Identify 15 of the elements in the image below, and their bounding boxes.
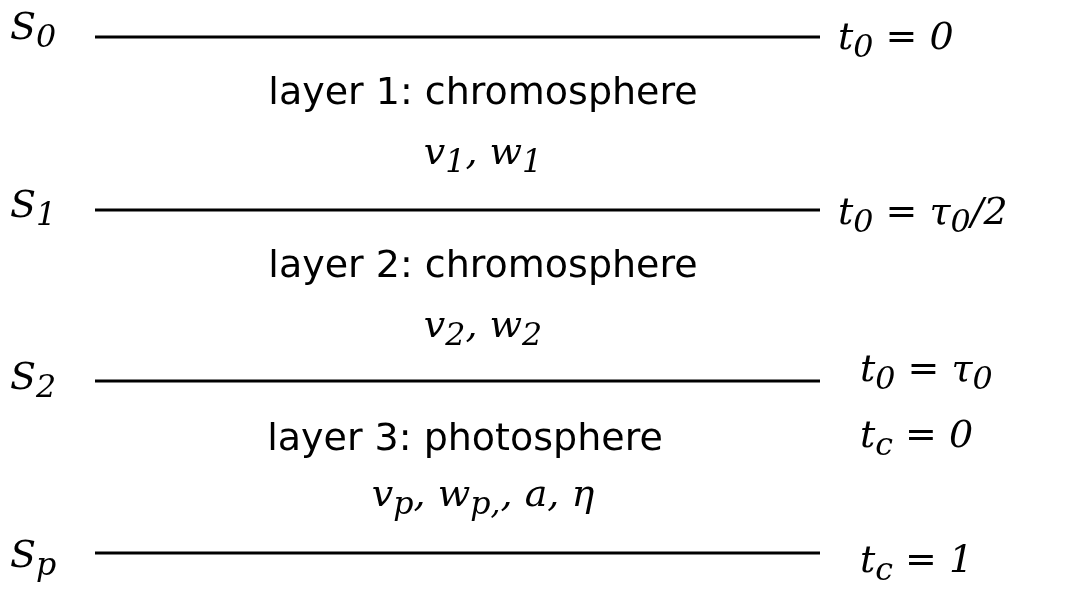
time-label: t$_{0}$ = 0 (838, 15, 954, 65)
time-label: t$_{0}$ = τ$_{0}$ (860, 347, 993, 397)
layer-label: layer 1: chromosphere (268, 71, 698, 113)
time-label: t$_{c}$ = 0 (860, 413, 974, 463)
parameter-label: v$_{2}$, w$_{2}$ (423, 303, 543, 353)
time-label: t$_{c}$ = 1 (860, 538, 974, 588)
surface-label: S$_{1}$ (10, 183, 57, 233)
surface-label: S$_{0}$ (10, 5, 57, 55)
parameter-label: v$_{1}$, w$_{1}$ (423, 130, 543, 180)
surface-label: S$_{p}$ (10, 533, 57, 583)
time-label: t$_{0}$ = τ$_{0}$/2 (838, 190, 1008, 240)
parameter-label: v$_{p}$, w$_{p,}$, a, η (371, 472, 595, 522)
layer-label: layer 3: photosphere (267, 417, 663, 459)
surface-label: S$_{2}$ (10, 355, 57, 405)
layer-label: layer 2: chromosphere (268, 244, 698, 286)
